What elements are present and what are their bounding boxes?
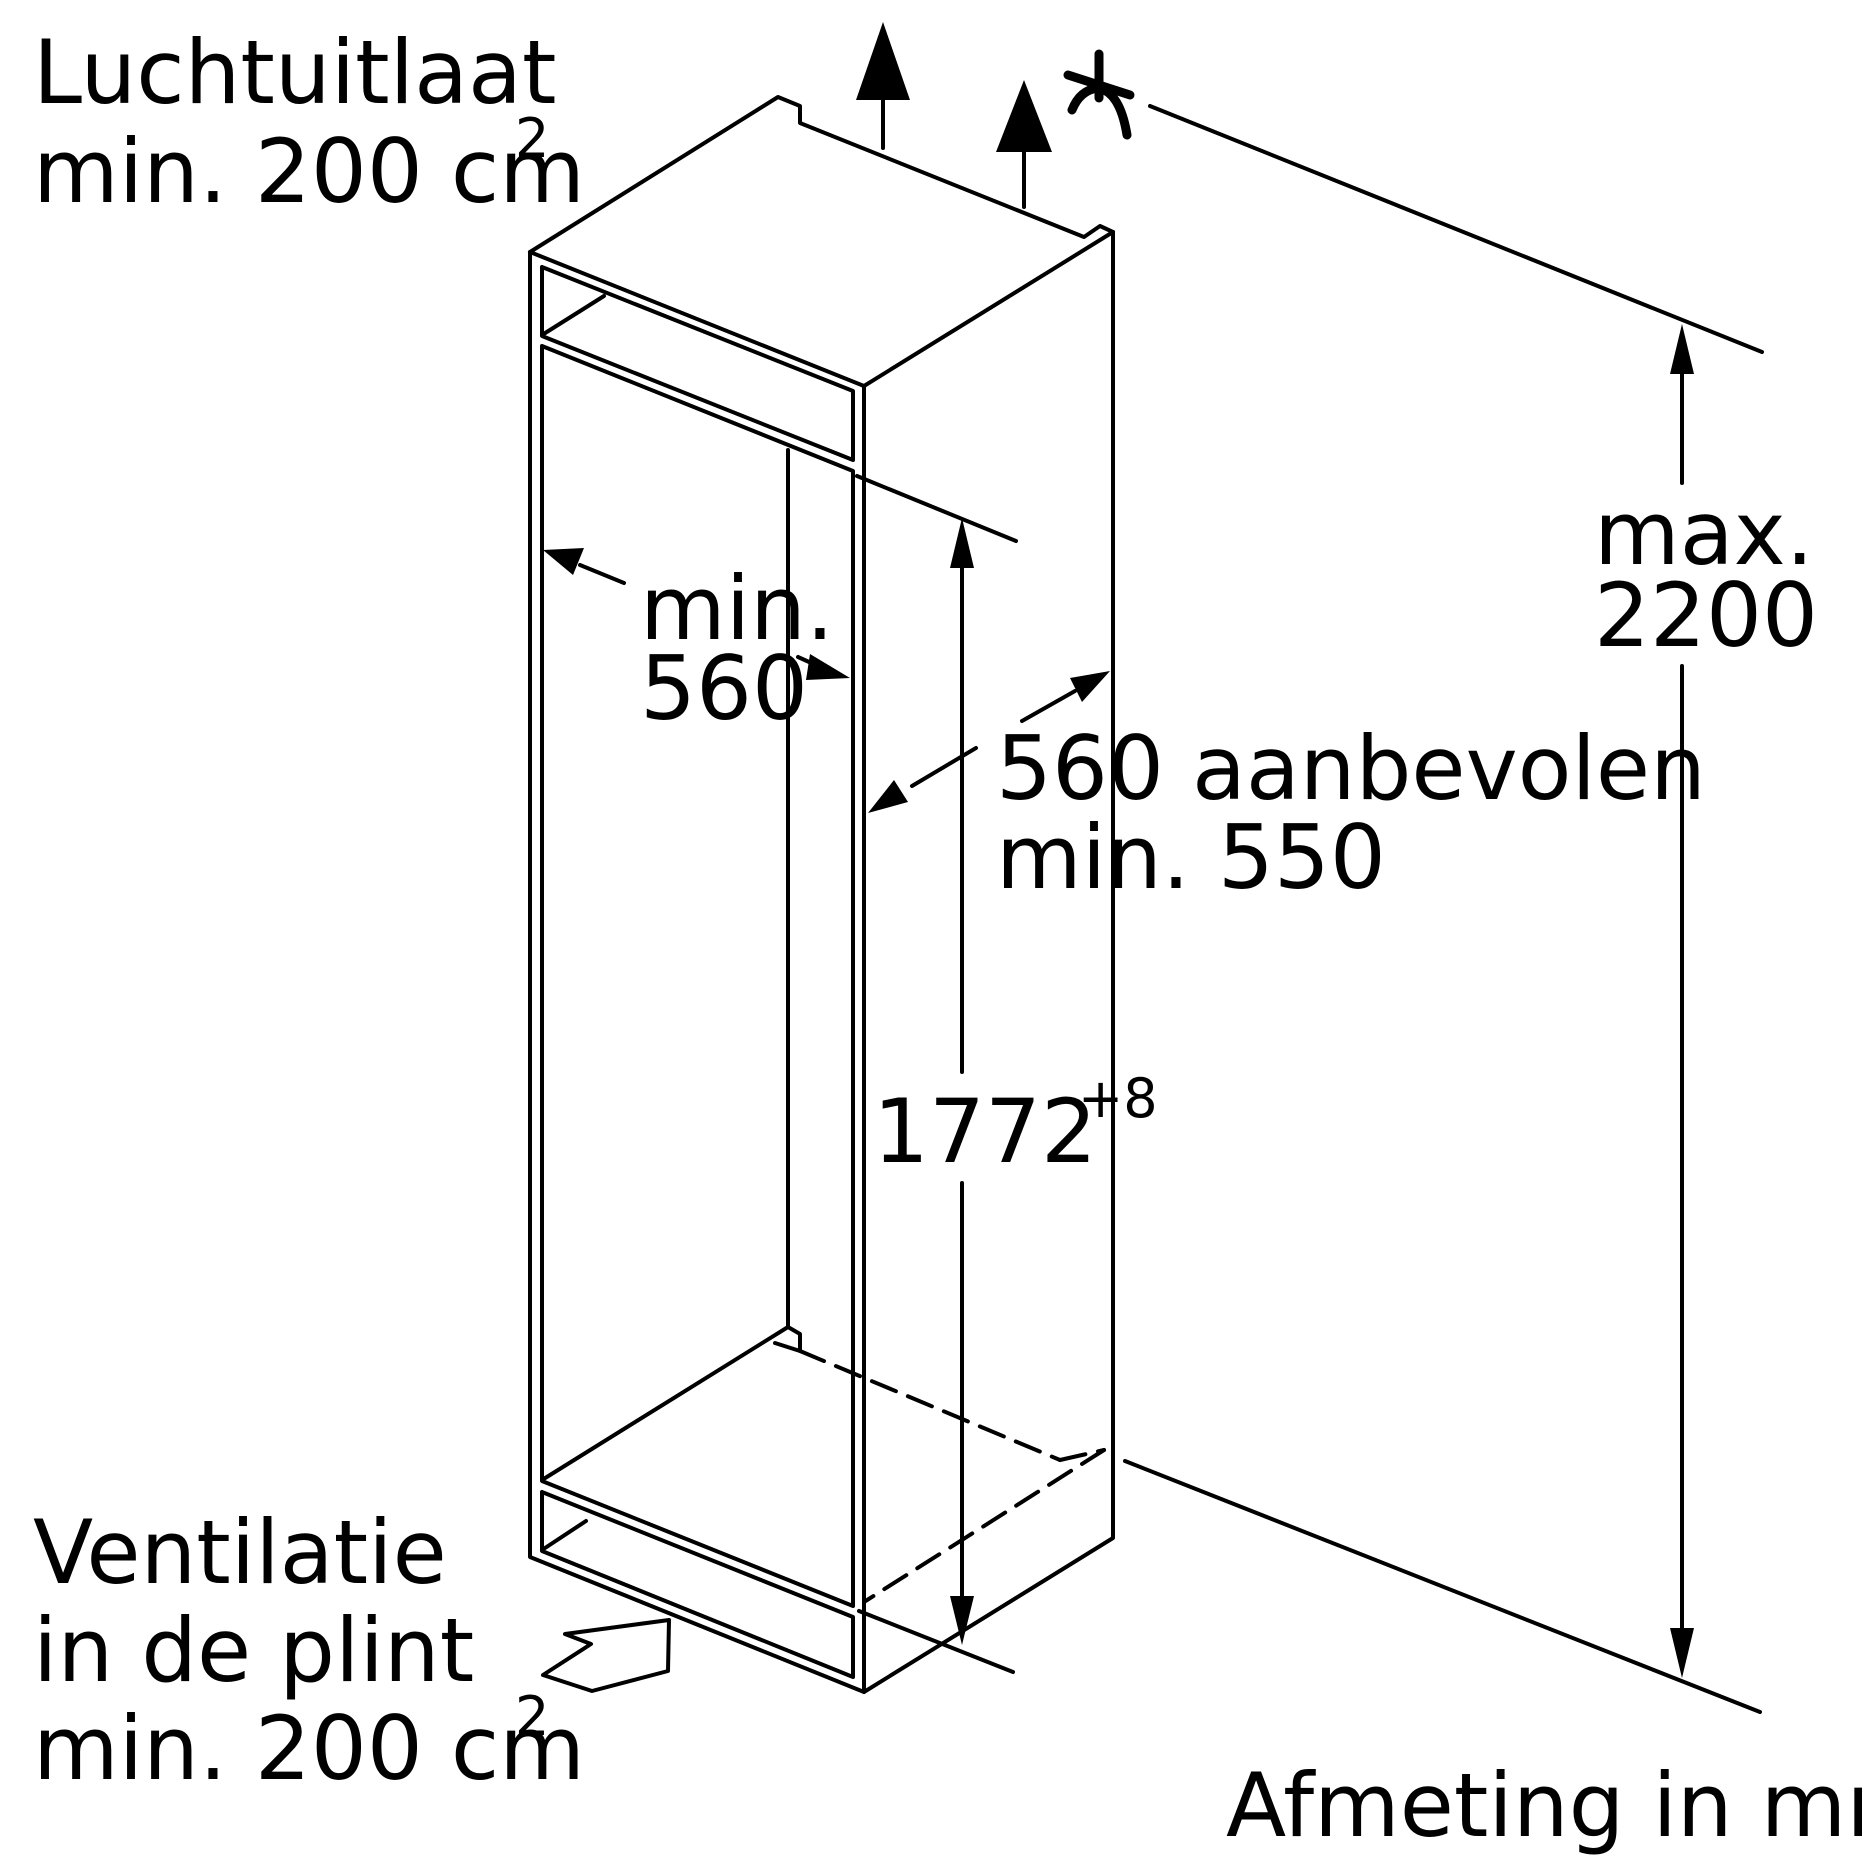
up-arrow-icon: [996, 80, 1052, 152]
air-outlet-label-line2: min. 200 cm: [33, 120, 585, 223]
niche-outer-front: [528, 250, 866, 1694]
max-height-dimension: [1123, 104, 1764, 1714]
depth-label-line2: min. 550: [996, 806, 1386, 909]
left-arrow-icon: [543, 548, 584, 575]
hidden-edges: [798, 1349, 1106, 1604]
niche-right-side: [862, 230, 1115, 1694]
niche-height-label: 1772: [873, 1080, 1097, 1183]
air-outlet-label-line1: Luchtuitlaat: [33, 21, 557, 124]
ventilation-label-line1: Ventilatie: [33, 1501, 447, 1604]
ventilation-label-line2: in de plint: [33, 1599, 475, 1702]
plinth-front: [540, 1490, 855, 1679]
inner-width-dimension: [543, 548, 850, 680]
up-arrow-icon: [856, 22, 910, 100]
depth-label-line1: 560 aanbevolen: [996, 717, 1706, 820]
wall-symbol-icon: [1063, 49, 1135, 140]
down-arrow-icon: [1670, 1628, 1694, 1678]
niche-floor: [540, 1325, 802, 1482]
plinth-back: [540, 1519, 588, 1552]
ventilation-label-line3: min. 200 cm: [33, 1697, 585, 1800]
max-height-label-line2: 2200: [1594, 564, 1818, 667]
inner-width-label-line2: 560: [640, 637, 808, 740]
top-rail: [540, 265, 855, 462]
ventilation-label-sup: 2: [515, 1685, 550, 1748]
up-arrow-icon: [950, 518, 974, 568]
air-outlet-arrows: [856, 22, 1052, 209]
down-left-arrow-icon: [868, 780, 908, 813]
niche-height-tolerance: +8: [1078, 1067, 1158, 1130]
max-height-label-line1: max.: [1594, 482, 1814, 585]
down-arrow-icon: [950, 1596, 974, 1645]
niche-top-face: [528, 95, 1115, 388]
niche-inner-opening: [540, 344, 855, 1608]
up-right-arrow-icon: [1070, 671, 1110, 702]
up-arrow-icon: [1670, 324, 1694, 374]
unit-note: Afmeting in mm: [1226, 1754, 1862, 1857]
ventilation-arrow-icon: [541, 1618, 671, 1693]
air-outlet-label-sup: 2: [515, 107, 550, 170]
depth-dimension: [868, 671, 1110, 813]
niche-height-dimension: [855, 474, 1018, 1674]
top-rail-back: [540, 294, 606, 337]
inner-width-label-line1: min.: [640, 557, 834, 660]
cabinet-niche: [528, 95, 1115, 1694]
right-arrow-icon: [806, 654, 850, 680]
